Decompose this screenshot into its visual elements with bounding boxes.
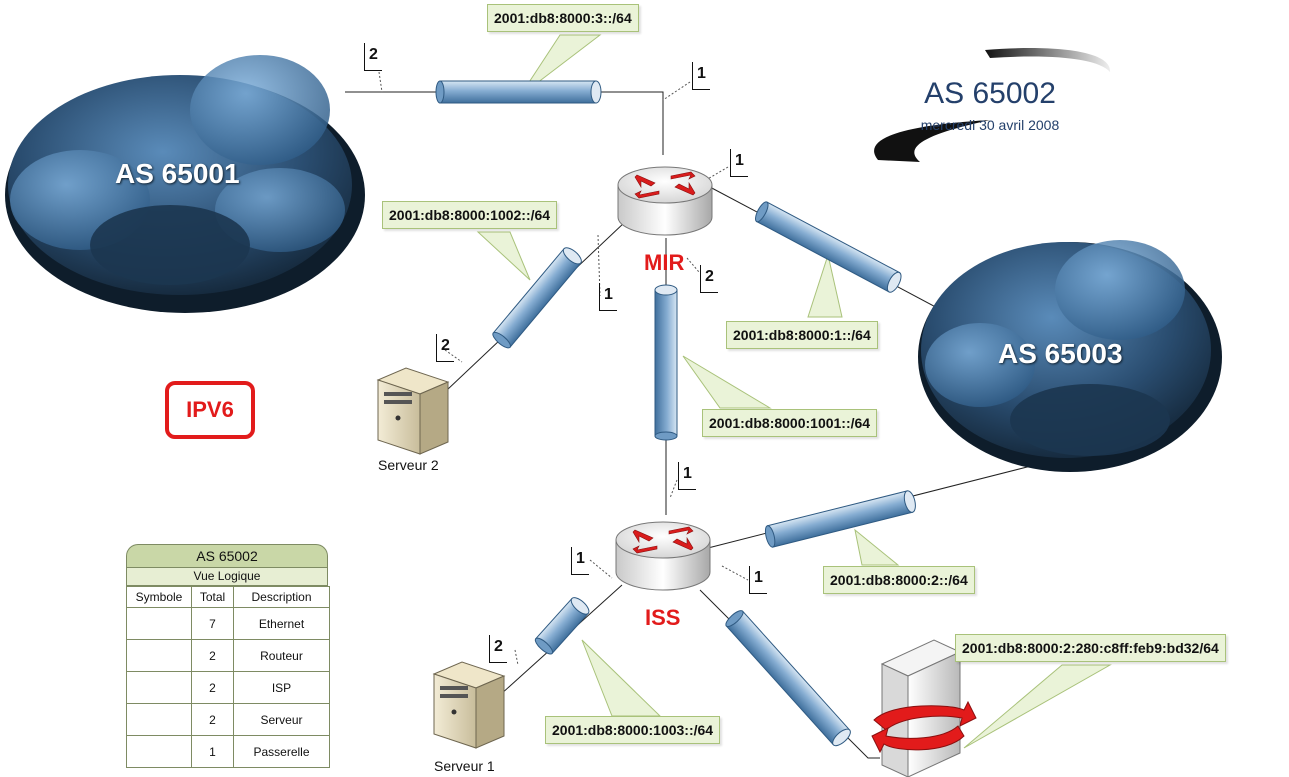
legend-symbol-cell: [126, 639, 192, 672]
legend-header-row: Symbole Total Description: [126, 586, 330, 608]
legend-description: Passerelle: [233, 735, 330, 768]
port-label: 1: [692, 62, 710, 90]
router-iss-label: ISS: [645, 605, 681, 630]
port-label: 2: [489, 635, 507, 663]
legend-table: Symbole Total Description 7 Ethernet 2 R…: [126, 586, 330, 768]
legend-row: 7 Ethernet: [126, 607, 330, 640]
legend-description: Routeur: [233, 639, 330, 672]
legend-description: Ethernet: [233, 607, 330, 640]
legend-symbol-cell: [126, 735, 192, 768]
server-1-icon: [432, 661, 506, 749]
server-2-icon: [376, 367, 450, 455]
router-iss-icon: [615, 521, 711, 591]
legend-symbol-cell: [126, 703, 192, 736]
legend-col-description: Description: [233, 586, 330, 608]
legend-total: 7: [191, 607, 234, 640]
legend-total: 2: [191, 639, 234, 672]
port-label: 2: [436, 334, 454, 362]
cloud-as65003-shape: [918, 240, 1222, 472]
cloud-as65003-label: AS 65003: [998, 338, 1123, 369]
cloud-as65001-shape: [5, 55, 365, 313]
legend-row: 1 Passerelle: [126, 735, 330, 768]
router-mir-label: MIR: [644, 250, 685, 275]
as-date: mercredi 30 avril 2008: [920, 117, 1060, 133]
port-label: 1: [571, 547, 589, 575]
ipv6-badge: IPV6: [165, 381, 255, 439]
swoosh-decoration: [874, 48, 1111, 162]
port-label: 1: [599, 283, 617, 311]
subnet-callout: 2001:db8:8000:1001::/64: [702, 409, 878, 437]
subnet-callout: 2001:db8:8000:1002::/64: [382, 201, 558, 229]
legend-col-total: Total: [191, 586, 234, 608]
legend-row: 2 ISP: [126, 671, 330, 704]
legend-row: 2 Routeur: [126, 639, 330, 672]
subnet-callout: 2001:db8:8000:1::/64: [726, 321, 878, 349]
router-mir-icon: [617, 166, 713, 236]
cloud-as65001-label: AS 65001: [115, 158, 240, 189]
legend-symbol-cell: [126, 607, 192, 640]
subnet-callout: 2001:db8:8000:1003::/64: [545, 716, 721, 744]
port-label: 1: [749, 566, 767, 594]
port-label: 2: [364, 43, 382, 71]
legend-description: Serveur: [233, 703, 330, 736]
ethernet-pipes: [435, 80, 916, 747]
legend-row: 2 Serveur: [126, 703, 330, 736]
legend-total: 2: [191, 703, 234, 736]
legend-symbol-cell: [126, 671, 192, 704]
port-leaders: [378, 71, 749, 666]
legend-subtitle: Vue Logique: [126, 567, 328, 586]
port-label: 2: [700, 265, 718, 293]
gateway-icon: [871, 639, 977, 777]
server-2-label: Serveur 2: [378, 457, 439, 473]
legend-total: 1: [191, 735, 234, 768]
legend-total: 2: [191, 671, 234, 704]
server-1-label: Serveur 1: [434, 758, 495, 774]
port-label: 1: [730, 149, 748, 177]
subnet-callout: 2001:db8:8000:3::/64: [487, 4, 639, 32]
legend-col-symbole: Symbole: [126, 586, 192, 608]
as-title: AS 65002: [924, 77, 1056, 110]
port-label: 1: [678, 462, 696, 490]
subnet-callout: 2001:db8:8000:2:280:c8ff:feb9:bd32/64: [955, 634, 1226, 662]
legend-description: ISP: [233, 671, 330, 704]
legend-title: AS 65002: [126, 544, 328, 567]
legend: AS 65002 Vue Logique Symbole Total Descr…: [126, 544, 330, 768]
subnet-callout: 2001:db8:8000:2::/64: [823, 566, 975, 594]
